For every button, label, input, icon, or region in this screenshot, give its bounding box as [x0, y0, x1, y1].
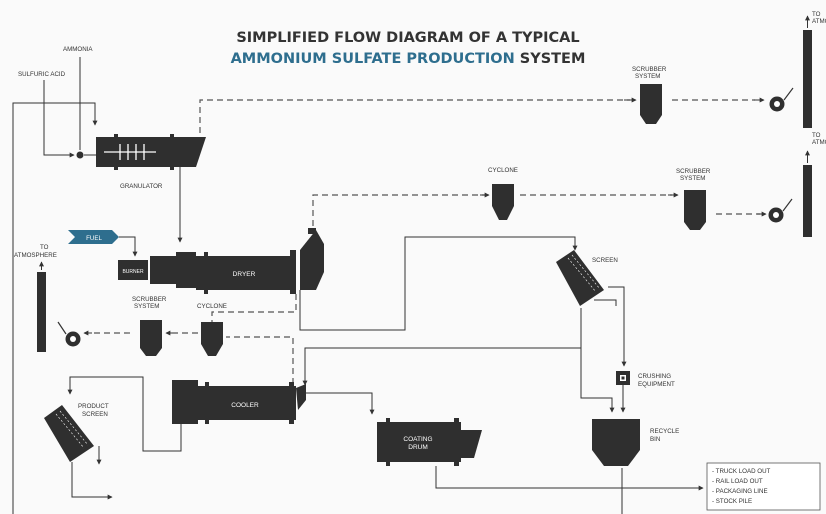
output-item-2: - PACKAGING LINE	[712, 488, 768, 495]
title-line-1: SIMPLIFIED FLOW DIAGRAM OF A TYPICAL	[236, 30, 579, 46]
cooler-exhaust-dashed	[226, 336, 294, 384]
cooler-label: COOLER	[231, 402, 259, 409]
dryer-label: DRYER	[233, 271, 256, 278]
screen-fines	[302, 308, 582, 386]
to-atmosphere-label-2b: ATMOSPHERE	[812, 139, 826, 146]
recycle-label-1: RECYCLE	[650, 428, 679, 435]
title-line-2: AMMONIUM SULFATE PRODUCTION SYSTEM	[231, 51, 586, 67]
burner: BURNER	[118, 260, 148, 280]
screen-to-recycle	[580, 348, 615, 413]
mixing-point	[76, 151, 84, 159]
dryer-exhaust-to-cyclone-left	[211, 294, 297, 322]
sulfuric-acid-label: SULFURIC ACID	[18, 71, 66, 78]
sulfuric-acid-line	[43, 80, 75, 158]
product-screen-fines	[71, 462, 113, 500]
product-screen-label-1: PRODUCT	[78, 403, 109, 410]
scrubber-top	[640, 84, 662, 124]
title-rest: SYSTEM	[515, 51, 586, 67]
scrubber-mid-label-2: SYSTEM	[680, 175, 705, 182]
scrubber-mid	[684, 190, 706, 230]
coating-drum-label-2: DRUM	[408, 444, 428, 451]
cooler-to-coating	[305, 392, 375, 415]
output-item-1: - RAIL LOAD OUT	[712, 478, 763, 485]
screen-oversize	[608, 286, 627, 367]
stack-icon	[803, 150, 812, 237]
to-atmosphere-label-2a: TO	[812, 132, 821, 139]
scrubber-left-label-2: SYSTEM	[134, 303, 159, 310]
product-screen	[44, 405, 94, 462]
scrubber-left	[140, 320, 162, 356]
coating-to-outputs	[435, 466, 704, 491]
svg-text:FUEL: FUEL	[86, 235, 102, 242]
output-item-0: - TRUCK LOAD OUT	[712, 468, 771, 475]
svg-text:BURNER: BURNER	[122, 269, 144, 275]
cooler-to-product-screen	[67, 376, 182, 452]
scrubber-top-label-2: SYSTEM	[635, 73, 660, 80]
cooler	[172, 380, 306, 424]
recycle-feed-line	[12, 102, 98, 514]
crushing-label-2: EQUIPMENT	[638, 381, 675, 388]
screen-label: SCREEN	[592, 257, 618, 264]
dryer-to-screen	[299, 236, 578, 331]
coating-drum-label-1: COATING	[403, 436, 432, 443]
dryer	[150, 228, 324, 294]
stack-icon	[803, 15, 812, 128]
dryer-exhaust-dashed	[312, 194, 486, 226]
screen	[556, 250, 604, 306]
cyclone-top-label: CYCLONE	[488, 167, 518, 174]
title-highlight: AMMONIUM SULFATE PRODUCTION	[231, 51, 515, 67]
product-screen-label-2: SCREEN	[82, 411, 108, 418]
to-atmosphere-label-1b: ATMOSPHERE	[812, 18, 826, 25]
cyclone-left-label: CYCLONE	[197, 303, 227, 310]
recycle-label-2: BIN	[650, 436, 660, 443]
fuel-tag: FUEL	[68, 230, 119, 244]
output-item-3: - STOCK PILE	[712, 498, 752, 505]
fuel-to-burner	[119, 236, 138, 257]
fan-icon	[768, 198, 793, 223]
stack-icon	[37, 261, 46, 352]
to-atmosphere-label-3a: TO	[40, 244, 49, 251]
scrubber-mid-label-1: SCRUBBER	[676, 168, 711, 175]
scrubber-top-label-1: SCRUBBER	[632, 66, 667, 73]
cyclone-left	[201, 322, 223, 356]
granulator-label: GRANULATOR	[120, 183, 163, 190]
crushing-label-1: CRUSHING	[638, 373, 671, 380]
recycle-bin	[592, 419, 640, 466]
coating-drum	[377, 418, 482, 466]
to-atmosphere-label-3b: ATMOSPHERE	[14, 252, 57, 259]
granulator	[96, 134, 206, 170]
cyclone-top	[492, 184, 514, 220]
screen-undersize	[594, 299, 617, 306]
ammonia-label: AMMONIA	[63, 46, 93, 53]
to-atmosphere-label-1a: TO	[812, 11, 821, 18]
fan-icon	[57, 321, 81, 347]
fan-icon	[769, 87, 794, 112]
granulator-exhaust-dashed	[199, 99, 630, 133]
scrubber-left-label-1: SCRUBBER	[132, 296, 167, 303]
crushing-equipment	[616, 371, 630, 385]
output-box: - TRUCK LOAD OUT - RAIL LOAD OUT - PACKA…	[706, 462, 821, 511]
